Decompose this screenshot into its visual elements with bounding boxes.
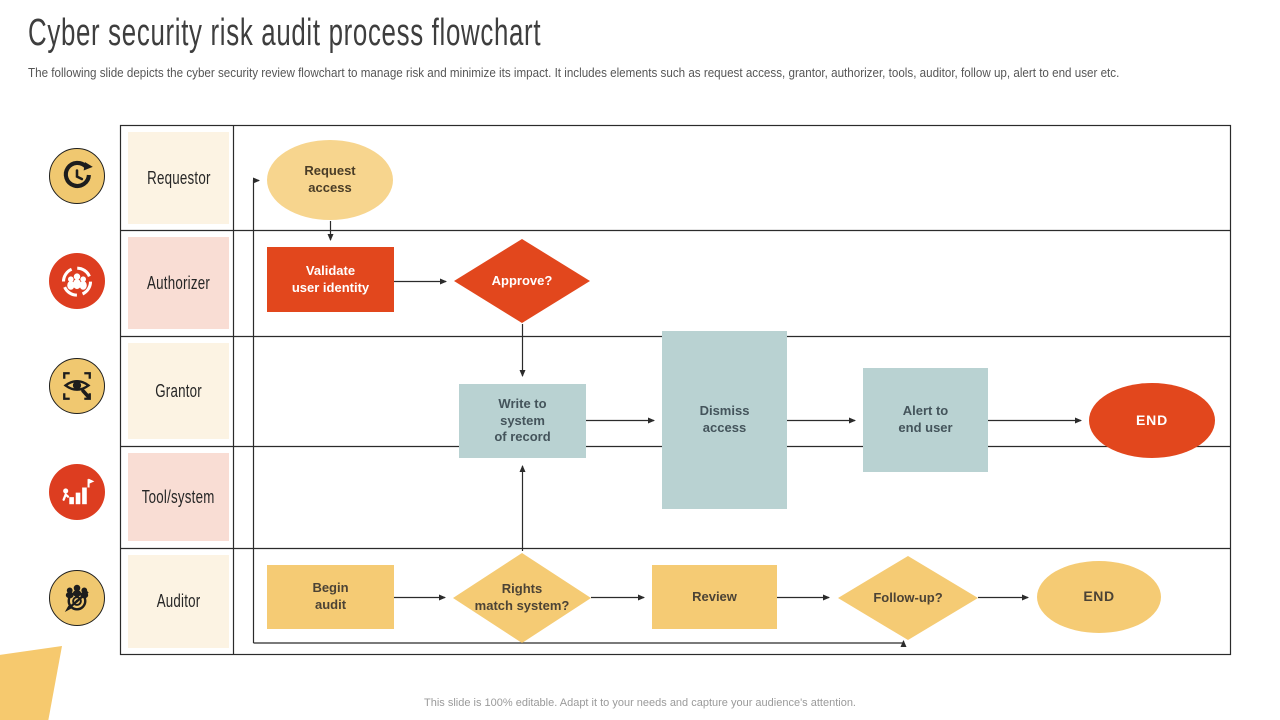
growth-flag-icon: [62, 478, 95, 505]
requestor-badge: [49, 148, 105, 204]
authorizer-badge: [49, 253, 105, 309]
tool-system-badge: [49, 464, 105, 520]
editable-note: This slide is 100% editable. Adapt it to…: [424, 697, 856, 709]
auditor-badge: [49, 570, 105, 626]
lane-label-auditor: Auditor: [128, 555, 229, 648]
lane-label-requestor: Requestor: [128, 132, 229, 224]
flow-node-review: Review: [652, 565, 777, 629]
slide-subtitle: The following slide depicts the cyber se…: [28, 66, 1120, 80]
flow-terminator-end-grantor: END: [1089, 383, 1215, 458]
grantor-badge: [49, 358, 105, 414]
lane-label-grantor: Grantor: [128, 343, 229, 439]
target-team-icon: [64, 584, 89, 612]
lane-label-authorizer: Authorizer: [128, 237, 229, 329]
flow-terminator-end-auditor: END: [1037, 561, 1161, 633]
lane-label-tool-system: Tool/system: [128, 453, 229, 541]
team-circle-icon: [61, 266, 93, 297]
loop-back-connector: [252, 177, 260, 643]
eye-scan-icon: [63, 372, 91, 400]
page-title: Cyber security risk audit process flowch…: [28, 12, 542, 54]
swimlane-table-border: [119, 124, 1232, 656]
clock-history-icon: [63, 160, 93, 188]
